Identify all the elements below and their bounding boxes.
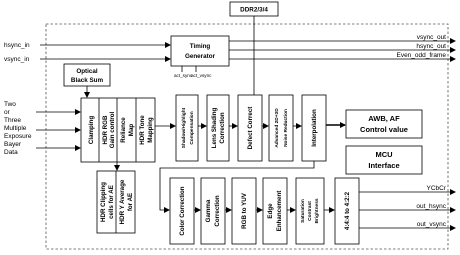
- shadow-highlight-label-2: Compensation: [189, 111, 195, 144]
- vsync-in-label: vsync_in: [4, 56, 30, 63]
- mcu-interface-label-1: MCU: [375, 150, 392, 159]
- rgb-to-yuv-label: RGB to YUV: [241, 192, 248, 229]
- hdr-clipping-label-2: cells for AE: [108, 185, 115, 219]
- out-vsync-label: out_vsync: [417, 221, 447, 228]
- act-sync-label: act_sync: [174, 73, 193, 78]
- sensor-input-line-6: Bayer: [4, 141, 22, 148]
- subsample-label: 4:4:4 to 4:2:2: [344, 191, 351, 230]
- subsample-block: [334, 177, 360, 245]
- interpolation-block: [301, 94, 327, 162]
- ycbcr-label: YCbCr: [426, 185, 446, 192]
- isp-core-boundary: [45, 23, 449, 250]
- sensor-input-line-7: Data: [4, 149, 18, 156]
- gamma-correction-block: [200, 177, 226, 245]
- hdr-tone-mapping-label-1: HDR Tone: [139, 115, 146, 145]
- lens-shading-block: [206, 94, 230, 162]
- saturation-label-2: Contrast: [307, 201, 313, 221]
- awb-af-label-2: Control value: [360, 125, 408, 134]
- sensor-input-line-1: Two: [4, 101, 16, 108]
- edge-enhancement-label-1: Edge: [267, 203, 274, 219]
- saturation-block: [295, 177, 325, 245]
- hdr-clipping-label-1: HDR Clipping: [100, 182, 107, 222]
- act-vsync-label: act_vsync: [191, 73, 212, 78]
- defect-correct-label: Defect Correct: [247, 107, 254, 150]
- gamma-correction-label-1: Gamma: [205, 199, 212, 222]
- edge-enhancement-label-2: Enhancement: [276, 191, 283, 232]
- optical-black-sum-label-2: Black Sum: [71, 77, 104, 84]
- edge-enhancement-block: [262, 177, 288, 245]
- defect-correct-block: [237, 94, 263, 162]
- gamma-correction-label-2: Correction: [214, 195, 221, 227]
- rgb-to-yuv-block: [231, 177, 257, 245]
- hdr-frontend-group: [80, 97, 156, 163]
- awb-af-block: [345, 109, 423, 139]
- hsync-in-label: hsync_in: [4, 42, 30, 49]
- shadow-highlight-block: [175, 94, 199, 162]
- noise-reduction-label-1: Advanced 2D+3D: [274, 108, 280, 148]
- mcu-interface-block: [345, 145, 423, 175]
- hdr-y-average-label-2: for AE: [127, 193, 134, 211]
- optical-black-sum-label-1: Optical: [76, 68, 98, 75]
- mcu-interface-label-2: Interface: [368, 161, 399, 170]
- timing-generator-block: [170, 35, 230, 67]
- saturation-label-3: Brightness: [314, 198, 320, 223]
- lens-shading-label-1: Lens Shading: [211, 108, 218, 149]
- interpolation-label: Interpolation: [311, 109, 318, 147]
- sensor-input-line-3: Three: [4, 117, 21, 124]
- color-correction-block: [169, 177, 195, 245]
- shadow-highlight-label-1: Shadow/Highlight: [181, 107, 187, 148]
- ddr-label: DDR2/3/4: [240, 7, 268, 14]
- reliance-map-label-1: Reliance: [120, 117, 127, 143]
- awb-af-label-1: AWB, AF: [368, 114, 400, 123]
- timing-generator-label-2: Generator: [185, 53, 216, 60]
- timing-generator-label-1: Timing: [190, 43, 211, 50]
- hdr-rgb-gain-label-2: Gain control: [109, 112, 116, 149]
- reliance-map-label-2: Map: [128, 124, 135, 137]
- hsync-out-label: hsync_out: [416, 43, 446, 50]
- sensor-input-line-4: Multiple: [4, 125, 27, 132]
- sensor-input-line-5: Exposure: [4, 133, 32, 140]
- lens-shading-label-2: Correction: [219, 112, 226, 144]
- noise-reduction-block: [268, 94, 294, 162]
- even-odd-frame-label: Even_odd_frame: [396, 52, 446, 59]
- noise-reduction-label-2: Noise Reduction: [283, 109, 289, 147]
- clamping-label: Clamping: [88, 116, 95, 144]
- hdr-rgb-gain-label-1: HDR RGB: [102, 115, 109, 144]
- saturation-label-1: Saturation: [300, 199, 306, 223]
- interp-to-color-wire: [159, 161, 315, 213]
- vsync-out-label: vsync_out: [417, 34, 446, 41]
- color-correction-label: Color Correction: [179, 186, 186, 235]
- hdr-tone-mapping-label-2: Mapping: [147, 117, 154, 143]
- out-hsync-label: out_hsync: [416, 203, 446, 210]
- hdr-y-average-label-1: HDR Y Average: [119, 179, 126, 224]
- sensor-input-line-2: or: [4, 109, 11, 116]
